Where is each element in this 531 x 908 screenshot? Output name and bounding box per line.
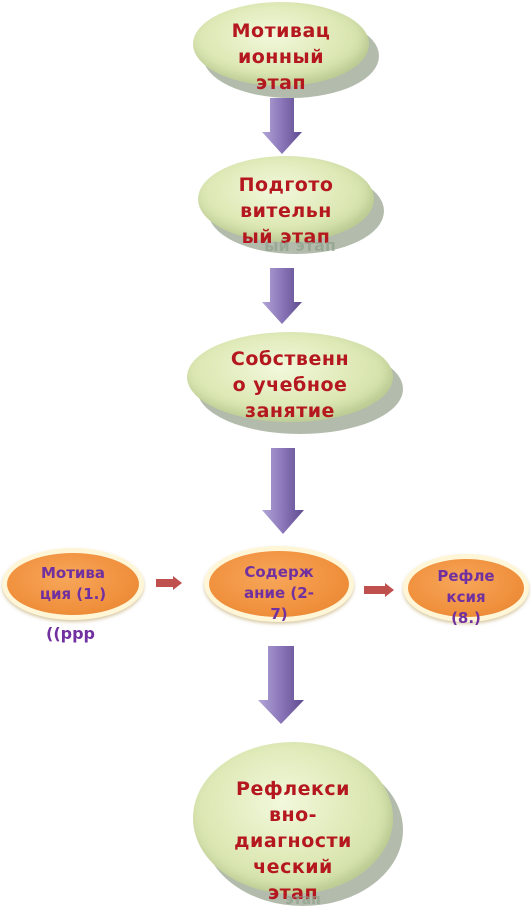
node-label: Мотивац ионный этап [231, 20, 331, 94]
arrow-right-1 [156, 576, 182, 590]
node-lesson-stage: Собственн о учебное занятие [187, 332, 405, 436]
node-preparatory-stage: Подгото вительн ый этап ый этап [198, 156, 386, 256]
node-reflexive-diagnostic-stage: Рефлекси вно- диагности ческий этап этап [193, 742, 403, 908]
node-ellipse [193, 742, 393, 894]
node-motivation-stage: Мотивац ионный этап [193, 2, 379, 98]
node-label: Подгото вительн ый этап [238, 174, 334, 248]
node-ghost-label: этап [285, 892, 321, 908]
sub-node-ellipse [7, 553, 139, 615]
node-label: Рефлекси вно- диагности ческий этап [234, 778, 352, 904]
node-ellipse [198, 156, 374, 242]
arrow-down-2 [262, 268, 302, 324]
sub-node-note: ((ррр [46, 624, 95, 643]
arrow-down-1 [262, 98, 302, 154]
sub-node-label: Рефле ксия (8.) [437, 567, 495, 627]
arrow-down-4 [258, 646, 304, 724]
node-ghost-label: ый этап [264, 236, 336, 255]
sub-node-ellipse [408, 559, 524, 617]
arrow-down-3 [262, 448, 304, 534]
node-label: Собственн о учебное занятие [230, 348, 350, 422]
sub-node-ellipse [209, 551, 349, 617]
arrow-right-2 [364, 583, 394, 597]
node-ellipse [187, 332, 393, 422]
node-ellipse [193, 2, 369, 86]
sub-node-motivation: Мотива ция (1.) [2, 548, 144, 620]
sub-node-label: Содерж ание (2- 7) [244, 563, 314, 623]
sub-node-content: Содерж ание (2- 7) [204, 546, 354, 623]
sub-node-reflection: Рефле ксия (8.) [403, 554, 529, 627]
sub-node-label: Мотива ция (1.) [39, 564, 107, 603]
